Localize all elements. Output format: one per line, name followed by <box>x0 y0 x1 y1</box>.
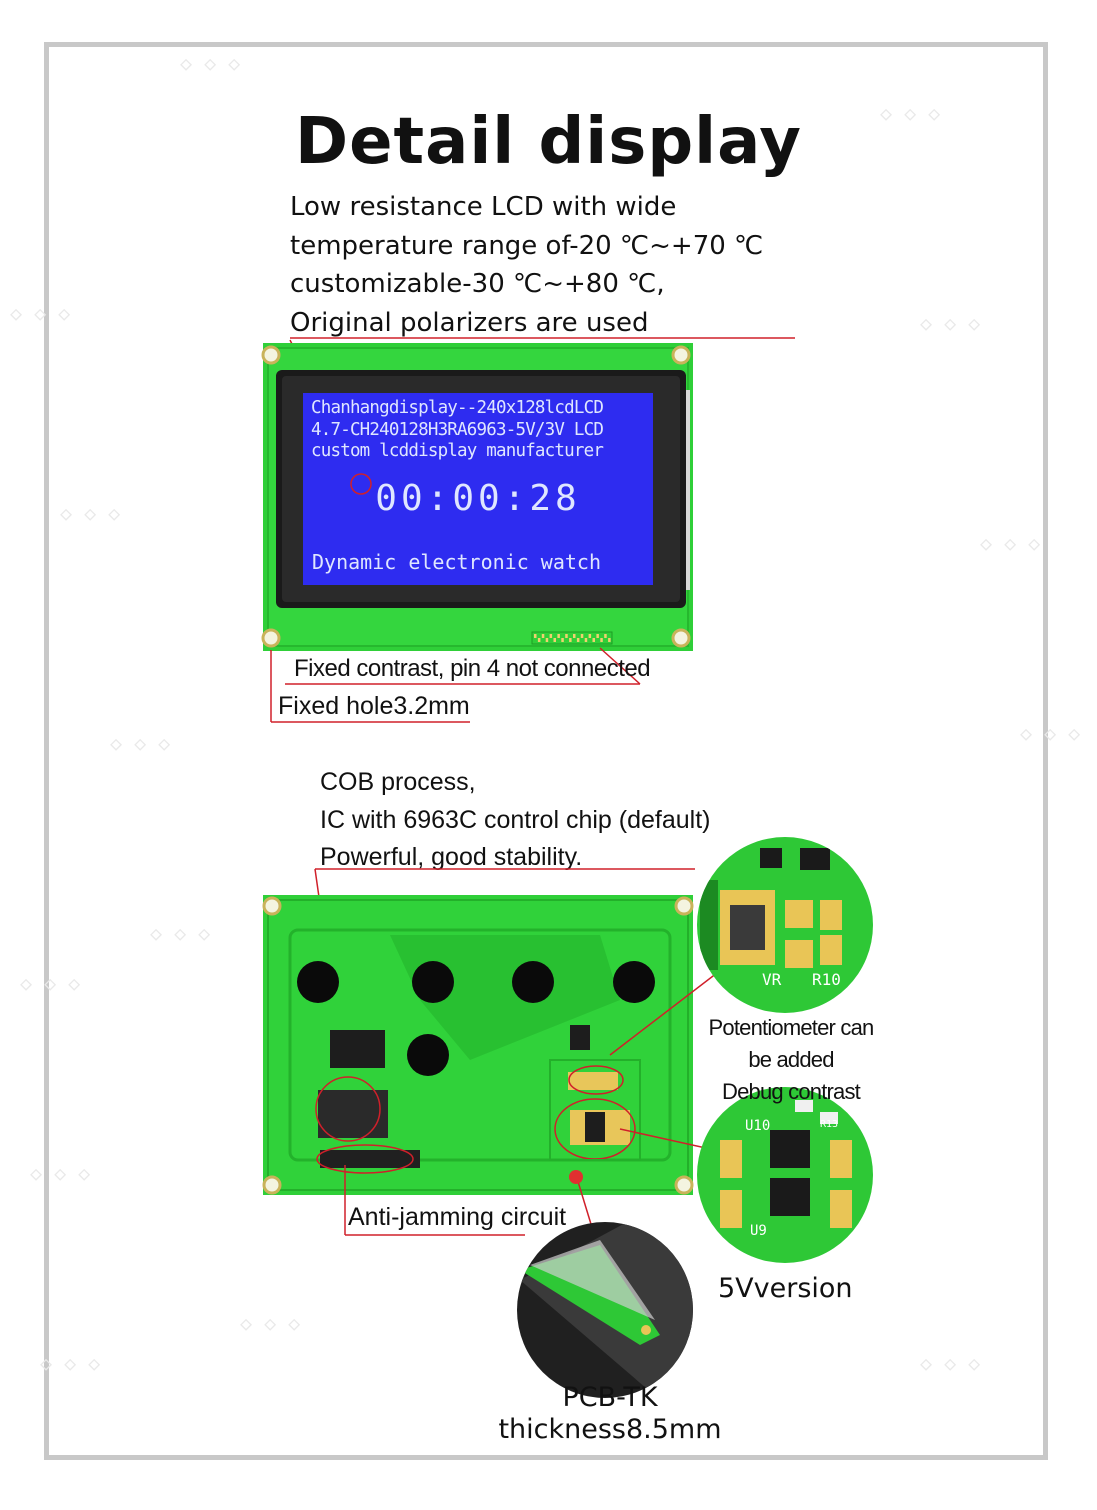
pcb-label-vr: VR <box>762 970 782 989</box>
connector-pad <box>592 638 595 642</box>
connector-pad <box>541 634 545 638</box>
lcd-line: Chanhangdisplay--240x128lcdLCD <box>311 398 604 418</box>
connector-pad <box>561 638 564 642</box>
lcd-line: custom lcddisplay manufacturer <box>311 441 604 461</box>
connector-pad <box>565 634 568 638</box>
potentiometer-inset <box>697 837 873 1013</box>
connector-pad <box>588 634 592 638</box>
connector-pad <box>557 634 560 638</box>
connector-pad <box>553 638 556 642</box>
cob-line: Powerful, good stability. <box>320 843 583 871</box>
connector-pad <box>573 634 576 638</box>
pcb-thickness-label: PCB-TK thickness8.5mm <box>480 1382 740 1446</box>
connector-pad <box>569 638 572 642</box>
pcb-thickness-line: PCB-TK <box>562 1382 658 1413</box>
description-line: customizable-30 ℃~+80 ℃, <box>290 269 665 299</box>
cob-description: COB process, IC with 6963C control chip … <box>320 764 710 877</box>
svg-text:◇ ◇ ◇: ◇ ◇ ◇ <box>20 971 80 995</box>
cob-line: IC with 6963C control chip (default) <box>320 805 711 834</box>
connector-pad <box>608 638 611 642</box>
fixed-hole-label: Fixed hole3.2mm <box>278 692 470 720</box>
description-line: temperature range of-20 ℃~+70 ℃ <box>290 230 764 261</box>
pcb-label-r10: R10 <box>812 970 841 989</box>
pcb-label-u10: U10 <box>745 1118 770 1134</box>
feature-description: Low resistance LCD with wide temperature… <box>290 188 890 342</box>
connector-pad <box>584 638 588 642</box>
pcb-label-u9: U9 <box>750 1223 767 1239</box>
connector-pad <box>576 638 580 642</box>
potentiometer-line: Debug contrast <box>722 1079 861 1104</box>
five-volt-inset <box>697 1087 873 1263</box>
fixed-contrast-label: Fixed contrast, pin 4 not connected <box>294 655 651 682</box>
svg-text:◇ ◇ ◇: ◇ ◇ ◇ <box>110 731 170 755</box>
svg-text:◇ ◇ ◇: ◇ ◇ ◇ <box>10 301 70 325</box>
pcb-label-r13: R13 <box>820 1119 838 1130</box>
connector-pad <box>596 634 599 638</box>
svg-text:◇ ◇ ◇: ◇ ◇ ◇ <box>920 1351 980 1375</box>
lcd-line: 4.7-CH240128H3RA6963-5V/3V LCD <box>311 419 604 440</box>
pcb-thickness-inset <box>517 1222 693 1398</box>
anti-jamming-label: Anti-jamming circuit <box>348 1203 567 1231</box>
connector-pad <box>545 638 549 642</box>
svg-text:◇ ◇ ◇: ◇ ◇ ◇ <box>240 1311 300 1335</box>
five-volt-label: 5Vversion <box>718 1273 853 1304</box>
lcd-screen-text: Chanhangdisplay--240x128lcdLCD 4.7-CH240… <box>311 398 656 463</box>
description-line: Low resistance LCD with wide <box>290 192 677 222</box>
connector-pad <box>604 634 607 638</box>
connector-pad <box>537 638 541 642</box>
page-title: Detail display <box>295 105 802 179</box>
connector-pad <box>600 638 603 642</box>
potentiometer-line: Potentiometer can be added <box>708 1015 875 1072</box>
svg-text:◇ ◇ ◇: ◇ ◇ ◇ <box>980 531 1040 555</box>
svg-text:◇ ◇ ◇: ◇ ◇ ◇ <box>150 921 210 945</box>
connector-pad <box>549 634 553 638</box>
cob-line: COB process, <box>320 768 476 796</box>
page-frame <box>44 42 1048 1460</box>
svg-text:◇ ◇ ◇: ◇ ◇ ◇ <box>920 311 980 335</box>
svg-text:◇ ◇ ◇: ◇ ◇ ◇ <box>880 101 940 125</box>
svg-text:◇ ◇ ◇: ◇ ◇ ◇ <box>60 501 120 525</box>
pcb-thickness-line: thickness8.5mm <box>498 1414 722 1445</box>
potentiometer-label: Potentiometer can be added Debug contras… <box>696 1012 886 1108</box>
svg-text:◇ ◇ ◇: ◇ ◇ ◇ <box>1020 721 1080 745</box>
description-line: Original polarizers are used <box>290 307 649 338</box>
lcd-footer: Dynamic electronic watch <box>312 550 601 574</box>
svg-text:◇ ◇ ◇: ◇ ◇ ◇ <box>180 51 240 75</box>
svg-text:◇ ◇ ◇: ◇ ◇ ◇ <box>30 1161 90 1185</box>
connector-pad <box>534 634 537 638</box>
connector-pad <box>580 634 584 638</box>
lcd-clock: 00:00:28 <box>375 478 581 519</box>
svg-text:◇ ◇ ◇: ◇ ◇ ◇ <box>40 1351 100 1375</box>
